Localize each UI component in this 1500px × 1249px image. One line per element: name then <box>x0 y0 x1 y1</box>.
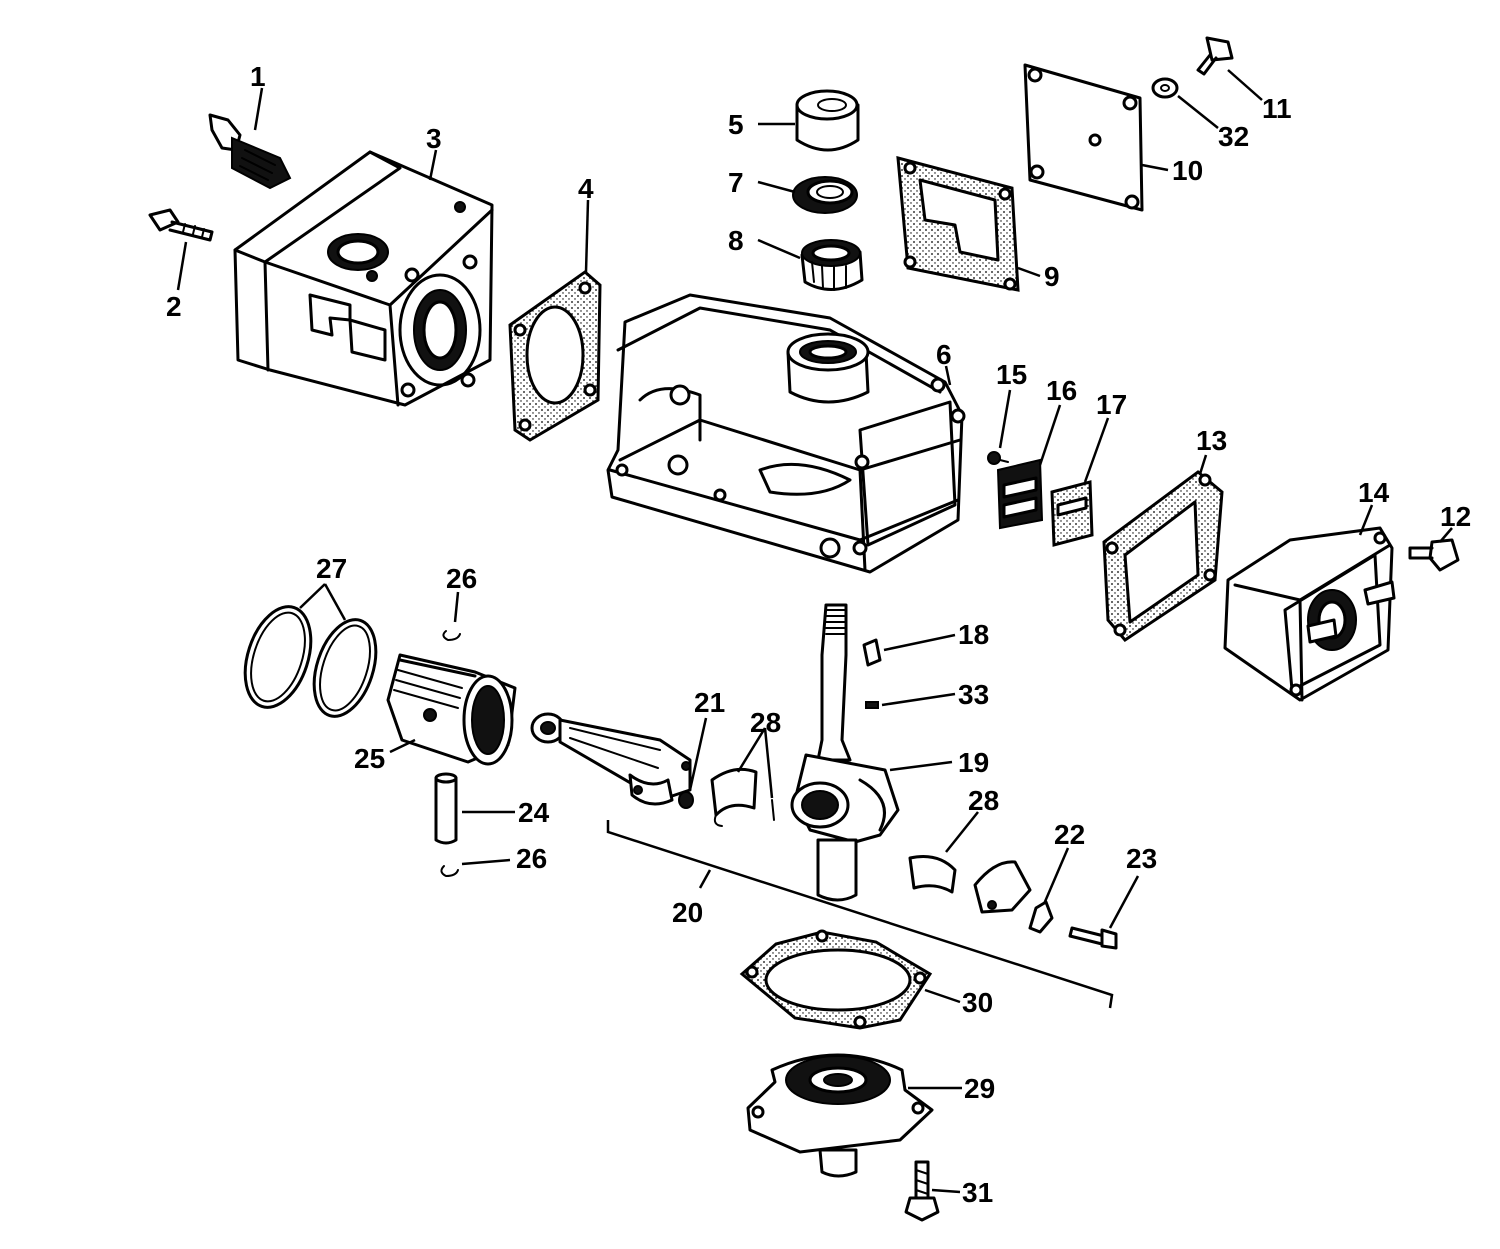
callout-28-left: 28 <box>750 707 781 738</box>
callout-3: 3 <box>426 123 442 154</box>
intake-gasket-part <box>1102 470 1224 642</box>
rod-bolt-part <box>1068 926 1118 950</box>
bushing-part <box>795 89 860 152</box>
callout-17: 17 <box>1096 389 1127 420</box>
callout-23: 23 <box>1126 843 1157 874</box>
callout-6: 6 <box>936 339 952 370</box>
callout-22: 22 <box>1054 819 1085 850</box>
piston-part <box>386 653 517 766</box>
reed-screw-part <box>987 451 1009 465</box>
bearing-half-part <box>710 767 775 827</box>
needle-bearing-part <box>800 239 864 291</box>
piston-rings-part <box>243 605 378 718</box>
callout-8: 8 <box>728 225 744 256</box>
reed-plate-part <box>1050 480 1094 547</box>
cover-plate-part <box>1023 63 1144 212</box>
callout-16: 16 <box>1046 375 1077 406</box>
callout-32: 32 <box>1218 121 1249 152</box>
intake-manifold-part <box>1223 526 1396 702</box>
callout-26-bottom: 26 <box>516 843 547 874</box>
piston-pin-clip-part <box>442 630 461 641</box>
crankcase-part <box>606 293 966 574</box>
connecting-rod-part <box>530 712 692 806</box>
head-bolt-part <box>148 208 214 242</box>
callout-29: 29 <box>964 1073 995 1104</box>
callout-4: 4 <box>578 173 594 204</box>
callout-27: 27 <box>316 553 347 584</box>
callout-21: 21 <box>694 687 725 718</box>
callout-15: 15 <box>996 359 1027 390</box>
spark-plug-part <box>208 113 292 190</box>
group-bracket <box>606 820 1114 1009</box>
callout-1: 1 <box>250 61 266 92</box>
woodruff-key-part <box>862 638 882 667</box>
callout-28-right: 28 <box>968 785 999 816</box>
housing-bolt-part <box>904 1160 940 1222</box>
manifold-bolt-part <box>1408 538 1460 572</box>
crankpin-needle-part <box>678 791 694 809</box>
callout-2: 2 <box>166 291 182 322</box>
callout-20: 20 <box>672 897 703 928</box>
callout-18: 18 <box>958 619 989 650</box>
callout-7: 7 <box>728 167 744 198</box>
callout-13: 13 <box>1196 425 1227 456</box>
cylinder-gasket-part <box>508 270 602 442</box>
reed-valve-part <box>996 458 1044 530</box>
callout-5: 5 <box>728 109 744 140</box>
cylinder-head-part <box>233 150 494 407</box>
callout-12: 12 <box>1440 501 1471 532</box>
lower-housing-part <box>746 1053 934 1178</box>
cover-gasket-part <box>896 156 1020 292</box>
pin-part <box>865 701 879 709</box>
rod-cap-part <box>973 860 1032 914</box>
callout-30: 30 <box>962 987 993 1018</box>
callout-25: 25 <box>354 743 385 774</box>
lock-plate-part <box>1028 900 1054 934</box>
callout-26-top: 26 <box>446 563 477 594</box>
callout-31: 31 <box>962 1177 993 1208</box>
washer-part <box>1151 77 1179 99</box>
bearing-half-part <box>908 855 957 894</box>
callout-14: 14 <box>1358 477 1390 508</box>
callout-11: 11 <box>1262 93 1292 124</box>
lower-gasket-part <box>739 929 933 1030</box>
callout-24: 24 <box>518 797 550 828</box>
callout-9: 9 <box>1044 261 1060 292</box>
wrist-pin-part <box>434 772 458 845</box>
callout-19: 19 <box>958 747 989 778</box>
callout-10: 10 <box>1172 155 1203 186</box>
cover-screw-part <box>1196 36 1234 76</box>
crankshaft-part <box>790 603 900 902</box>
seal-part <box>792 176 858 214</box>
callout-33: 33 <box>958 679 989 710</box>
piston-pin-clip-part <box>440 865 459 877</box>
